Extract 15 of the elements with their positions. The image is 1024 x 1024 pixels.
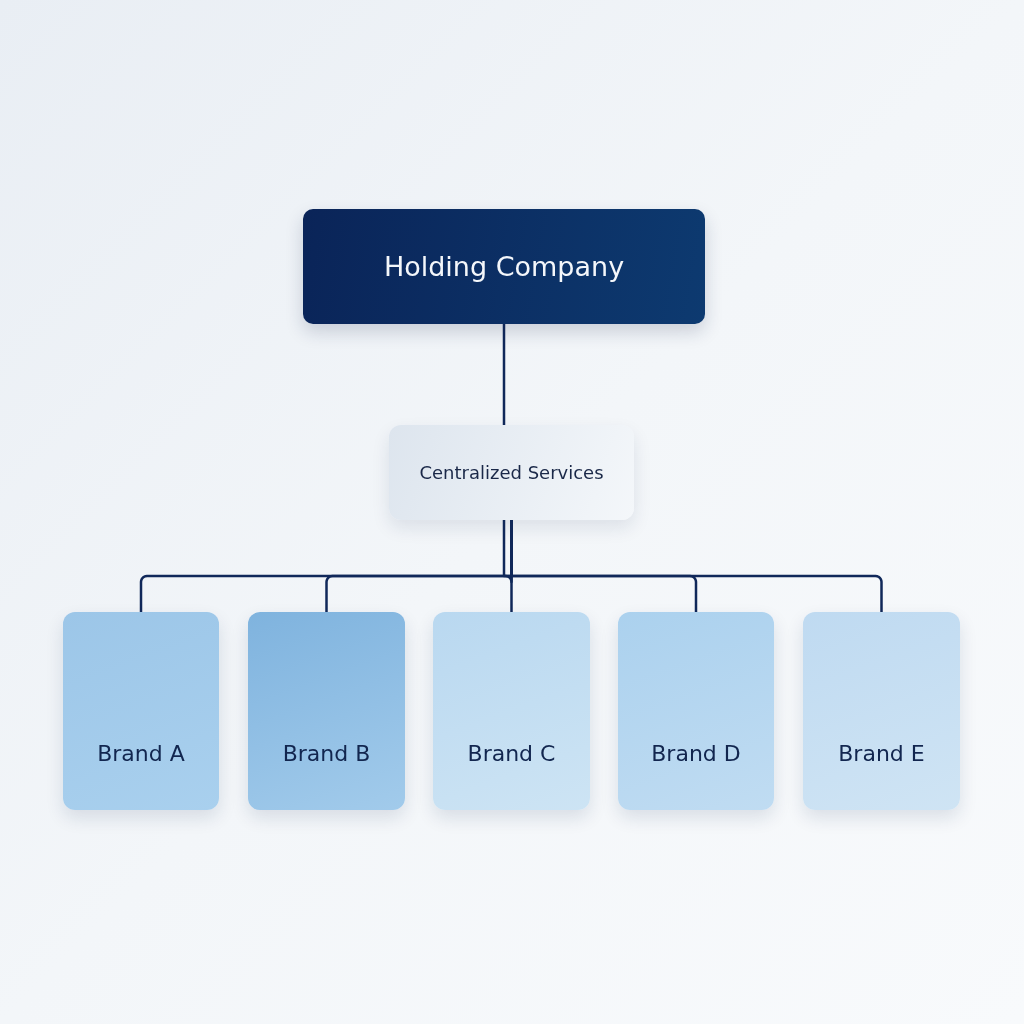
unit-label: Brand B <box>282 741 371 766</box>
header-box <box>303 209 705 324</box>
header-title: Holding Company <box>383 251 625 282</box>
process-box <box>389 425 634 520</box>
unit-label: Brand C <box>467 741 556 766</box>
process-label: Centralized Services <box>419 462 604 483</box>
unit-card <box>618 612 774 810</box>
unit-card <box>803 612 960 810</box>
unit-label: Brand E <box>838 741 925 766</box>
unit-label: Brand A <box>97 741 185 766</box>
connector-line <box>510 520 883 612</box>
unit-card <box>63 612 219 810</box>
unit-card <box>248 612 405 810</box>
unit-label: Brand D <box>651 741 741 766</box>
unit-card <box>433 612 590 810</box>
